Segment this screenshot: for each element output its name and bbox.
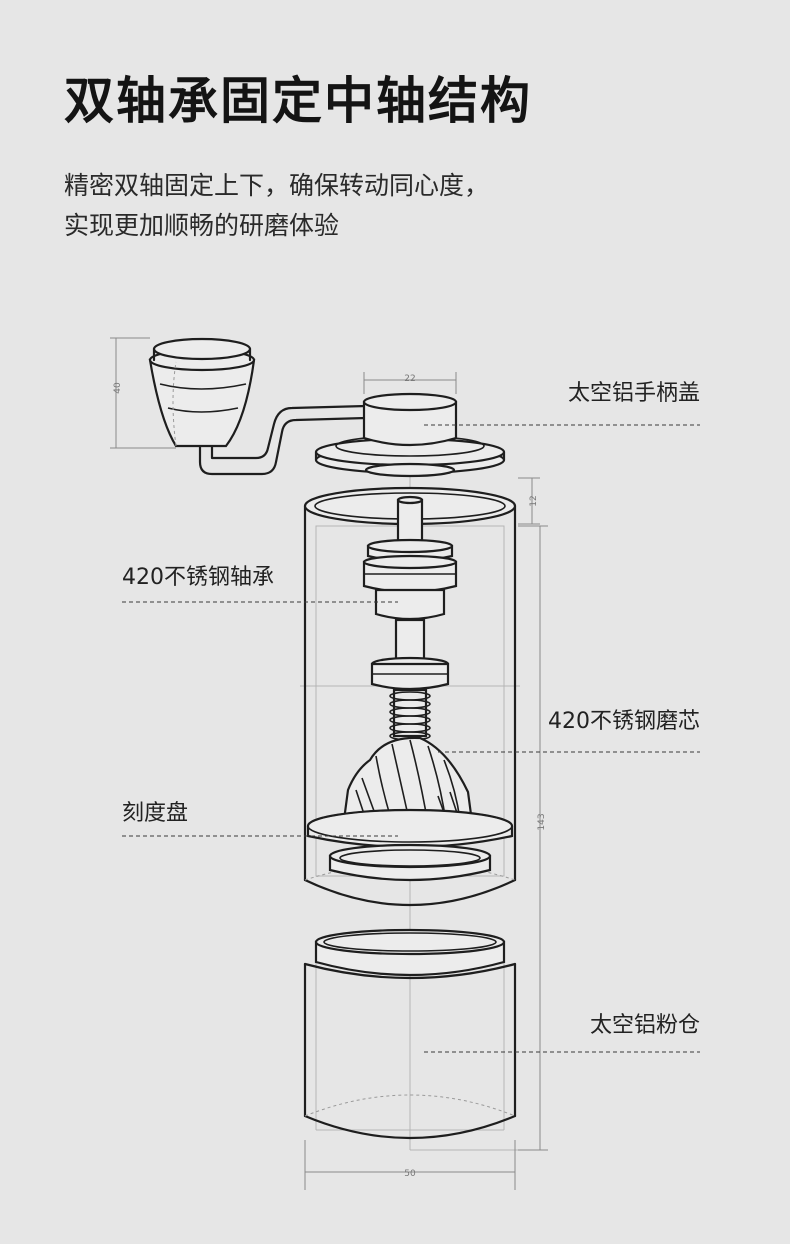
powder-bin — [303, 928, 517, 1140]
knob-height-label: 40 — [113, 382, 123, 394]
callout-burr: 420不锈钢磨芯 — [438, 709, 700, 753]
cap-width-label: 22 — [404, 374, 415, 384]
cap-height-dimension: 12 — [518, 477, 540, 525]
cap-width-dimension: 22 — [363, 372, 457, 394]
adjustment-dial — [306, 808, 514, 882]
body-height-dimension: 143 — [518, 525, 548, 1151]
body-width-dimension: 50 — [304, 1140, 516, 1190]
crank-handle — [148, 337, 368, 476]
callout-powder-bin: 太空铝粉仓 — [424, 1013, 700, 1053]
callout-bearing: 420不锈钢轴承 — [122, 565, 398, 603]
body-width-label: 50 — [404, 1169, 416, 1179]
callout-handle-cap-label: 太空铝手柄盖 — [568, 381, 700, 406]
callout-dial: 刻度盘 — [122, 801, 398, 837]
spring — [389, 688, 431, 741]
cap-height-label: 12 — [529, 495, 539, 506]
body-height-label: 143 — [537, 813, 547, 830]
callout-handle-cap: 太空铝手柄盖 — [424, 381, 700, 426]
callout-burr-label: 420不锈钢磨芯 — [548, 709, 700, 734]
callout-dial-label: 刻度盘 — [122, 801, 188, 826]
callout-bearing-label: 420不锈钢轴承 — [122, 565, 274, 590]
subtitle-line-2: 实现更加顺畅的研磨体验 — [64, 211, 340, 240]
subtitle: 精密双轴固定上下，确保转动同心度， 实现更加顺畅的研磨体验 — [64, 166, 489, 246]
page-title: 双轴承固定中轴结构 — [64, 72, 532, 130]
top-cap-assembly — [314, 392, 506, 478]
knob-height-dimension: 40 — [110, 337, 176, 449]
callout-powder-bin-label: 太空铝粉仓 — [590, 1013, 700, 1038]
central-shaft — [362, 495, 458, 691]
subtitle-line-1: 精密双轴固定上下，确保转动同心度， — [64, 171, 490, 200]
